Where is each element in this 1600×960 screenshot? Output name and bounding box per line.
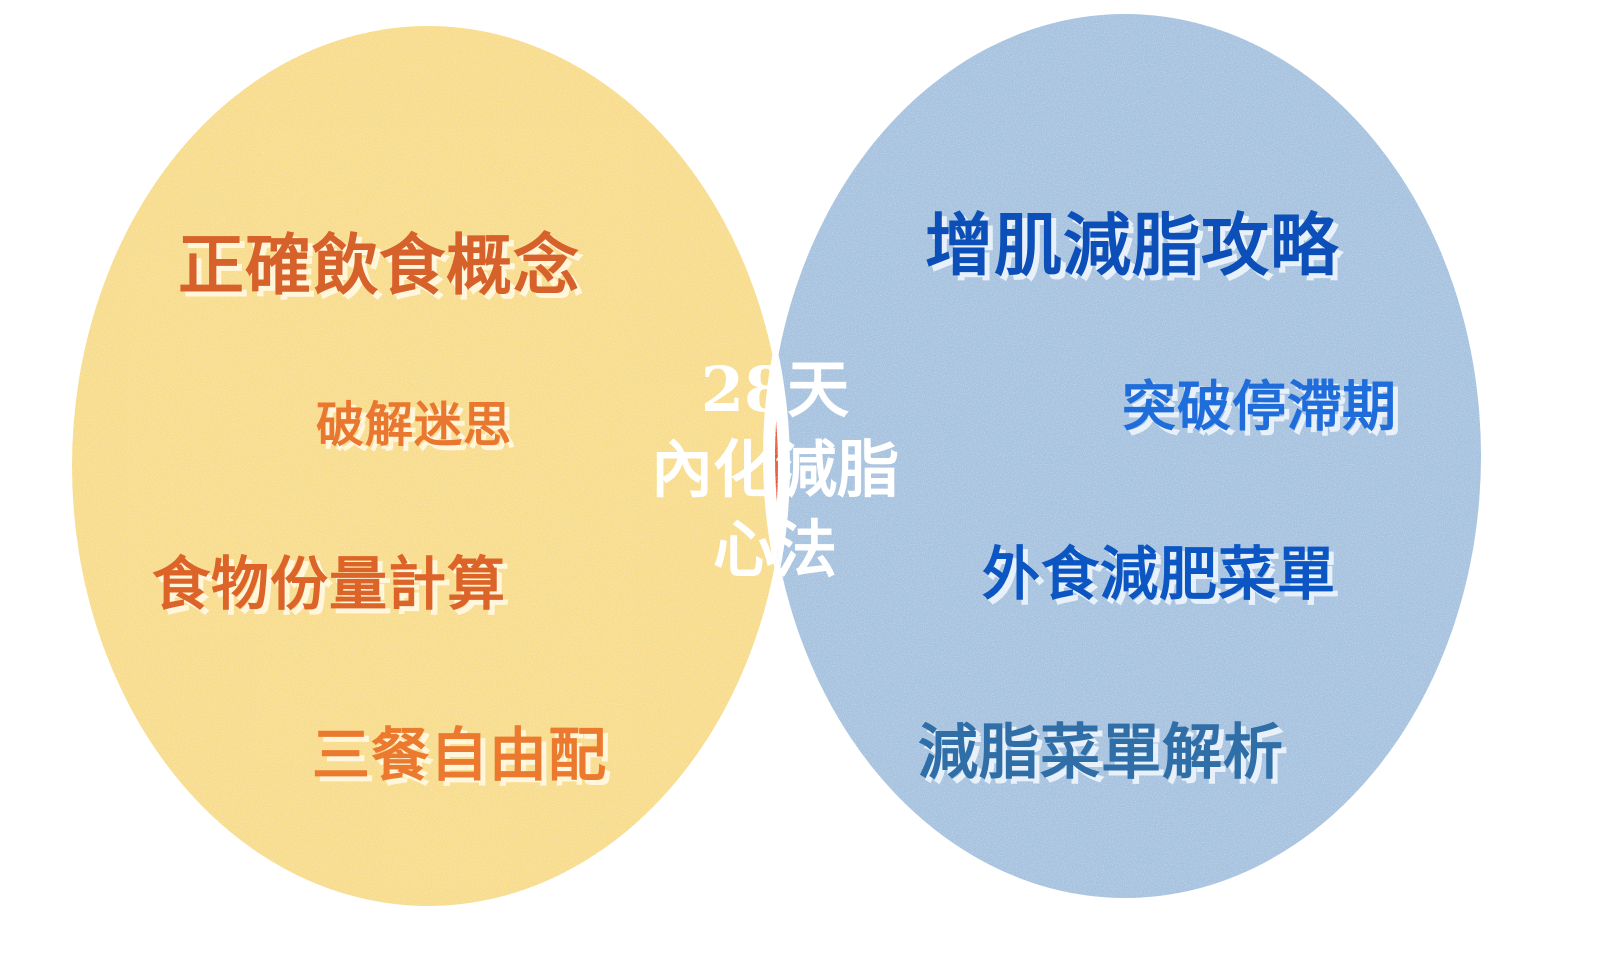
left-label-2: 破解迷思 xyxy=(316,397,513,453)
overlap-border xyxy=(769,20,790,898)
right-label-2: 突破停滯期 xyxy=(1122,374,1397,438)
center-line-2: 內化減脂 xyxy=(650,433,899,506)
overlap-border xyxy=(763,26,784,904)
right-label-3: 外食減肥菜單 xyxy=(982,540,1337,608)
right-label-1: 增肌減脂攻略 xyxy=(925,206,1340,286)
left-label-1: 正確飲食概念 xyxy=(178,226,580,304)
right-label-4: 減脂菜單解析 xyxy=(918,718,1284,788)
left-label-4: 三餐自由配 xyxy=(312,721,608,789)
center-line-1: 28天 xyxy=(700,353,850,426)
center-title: 28天 內化減脂 心法 xyxy=(620,350,930,590)
left-label-3: 食物份量計算 xyxy=(152,550,507,618)
center-line-3: 心法 xyxy=(712,513,837,586)
